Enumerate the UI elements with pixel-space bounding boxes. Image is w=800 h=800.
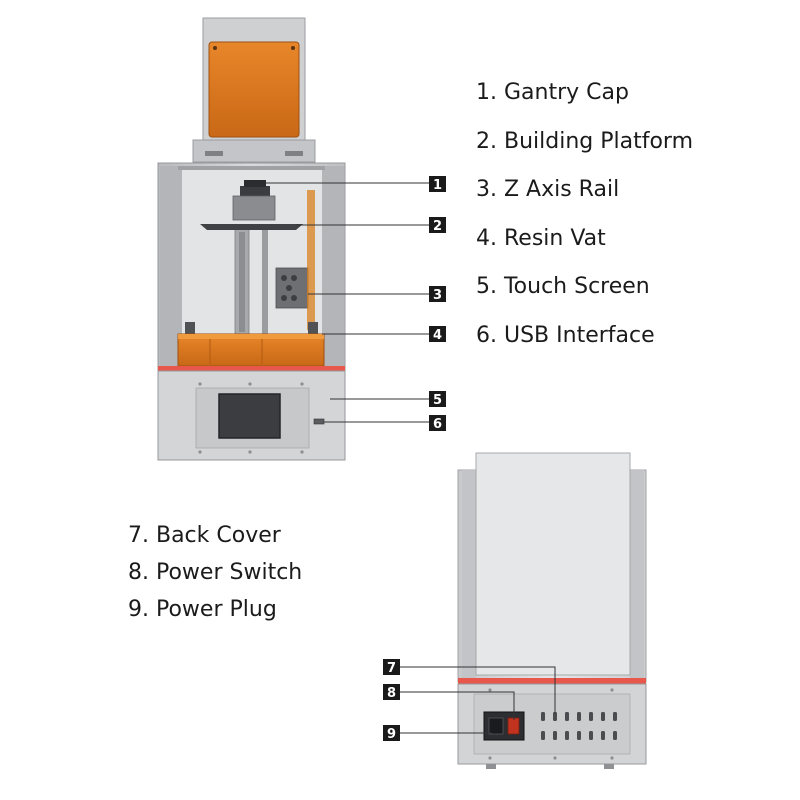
legend-item-power-plug: 9. Power Plug — [128, 597, 277, 622]
legend-item-z-axis-rail: 3. Z Axis Rail — [476, 177, 620, 202]
legend-item-power-switch: 8. Power Switch — [128, 560, 303, 585]
gantry-cap — [192, 17, 316, 163]
legend-item-usb-interface: 6. USB Interface — [476, 322, 655, 348]
back-cover — [457, 452, 647, 683]
badge-9: 9 — [383, 725, 400, 742]
badge-8: 8 — [383, 684, 400, 701]
back-badges: 7 8 9 — [383, 659, 400, 742]
badge-3: 3 — [429, 286, 446, 303]
badge-5: 5 — [429, 391, 446, 408]
badge-7: 7 — [383, 659, 400, 676]
back-base — [457, 683, 647, 765]
power-switch — [507, 717, 520, 735]
legend-item-touch-screen: 5. Touch Screen — [476, 274, 650, 299]
resin-vat — [177, 322, 325, 367]
legend-item-gantry-cap: 1. Gantry Cap — [476, 80, 629, 105]
svg-text:2: 2 — [433, 219, 442, 234]
front-callout-lines — [266, 182, 430, 423]
vent-slots — [541, 712, 617, 740]
svg-text:4: 4 — [433, 328, 442, 343]
touch-screen — [218, 393, 281, 439]
svg-text:5: 5 — [433, 393, 442, 408]
badge-2: 2 — [429, 217, 446, 234]
legend-item-back-cover: 7. Back Cover — [128, 523, 281, 548]
back-view — [457, 452, 647, 769]
front-view — [157, 17, 346, 461]
usb-interface — [313, 418, 325, 425]
svg-text:9: 9 — [387, 727, 396, 742]
legend-item-resin-vat: 4. Resin Vat — [476, 225, 606, 251]
z-axis-rail — [234, 227, 309, 339]
badge-6: 6 — [429, 415, 446, 432]
back-parts-legend: 7. Back Cover 8. Power Switch 9. Power P… — [128, 523, 302, 634]
badge-4: 4 — [429, 326, 446, 343]
front-badges: 1 2 3 4 5 6 — [429, 176, 446, 432]
front-parts-legend: 1. Gantry Cap 2. Building Platform 3. Z … — [476, 80, 693, 371]
building-platform — [200, 180, 303, 230]
back-callout-lines — [400, 666, 556, 734]
legend-item-building-platform: 2. Building Platform — [476, 128, 694, 154]
power-plug — [488, 717, 504, 735]
svg-text:3: 3 — [433, 288, 442, 303]
svg-text:7: 7 — [387, 661, 396, 676]
power-module — [483, 711, 525, 741]
badge-1: 1 — [429, 176, 446, 193]
svg-text:1: 1 — [433, 178, 442, 193]
svg-text:8: 8 — [387, 686, 396, 701]
svg-text:6: 6 — [433, 417, 442, 432]
